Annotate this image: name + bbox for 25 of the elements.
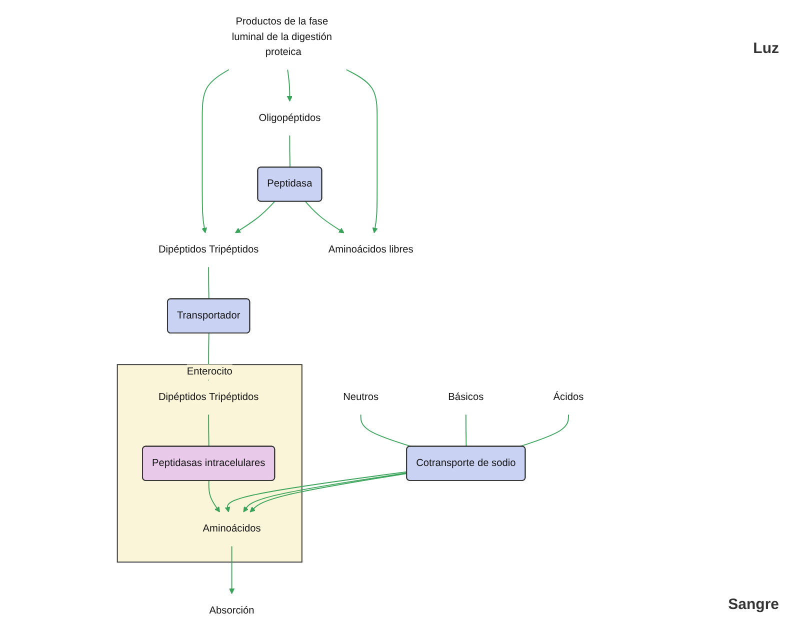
node-text: Neutros	[343, 392, 379, 403]
arrow	[346, 69, 378, 234]
connector	[289, 134, 290, 168]
node-text: Básicos	[448, 392, 484, 403]
arrow	[235, 201, 276, 234]
node-text: Absorción	[209, 605, 254, 616]
connector	[360, 414, 412, 448]
connector	[465, 414, 467, 448]
node-text: Productos de la fase luminal de la digestión proteica	[232, 16, 332, 58]
connector	[208, 414, 210, 448]
node-text: Aminoácidos	[202, 523, 261, 534]
node-text: Dipéptidos Tripéptidos	[158, 244, 259, 256]
node-text: Ácidos	[553, 392, 584, 403]
node-text: Aminoácidos libres	[328, 244, 414, 256]
arrow	[229, 546, 235, 594]
arrow	[286, 69, 292, 102]
region-label: Luz	[753, 40, 779, 57]
arrow	[208, 480, 220, 512]
node-text: Dipéptidos Tripéptidos	[158, 392, 259, 403]
arrow	[202, 69, 230, 234]
arrow	[304, 201, 344, 234]
connector	[208, 266, 210, 300]
connector	[519, 414, 569, 448]
region-label: Sangre	[728, 596, 779, 613]
node-text: Oligopéptidos	[258, 112, 321, 124]
